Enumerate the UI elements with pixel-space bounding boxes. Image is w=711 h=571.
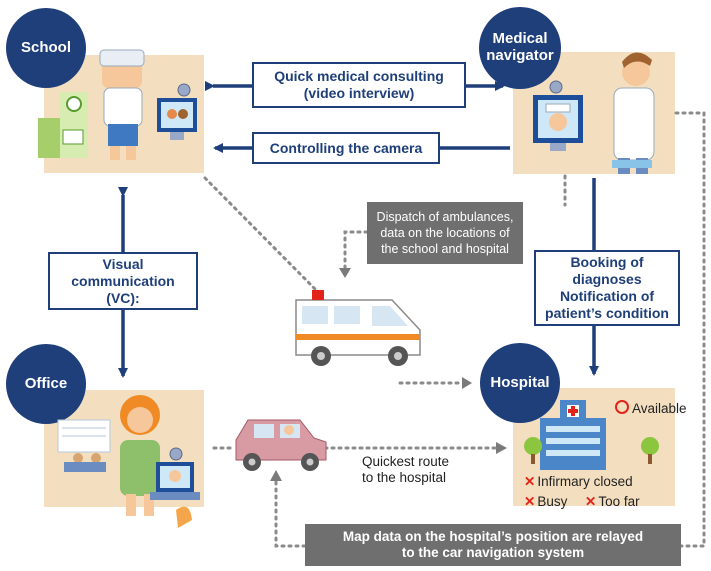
booking-line3: Notification of [559,288,655,304]
consulting-box: Quick medical consulting (video intervie… [252,62,466,108]
consulting-line2: (video interview) [303,85,415,101]
status-infirmary-label: Infirmary closed [537,474,633,489]
booking-line1: Booking of [570,254,644,270]
cross-mark-icon: ✕ [524,474,536,489]
ambulance [295,290,421,366]
medical-illustration [533,52,655,174]
dispatch-line2: data on the locations of [380,226,510,240]
route-line2: to the hospital [362,470,447,485]
medical-label-line2: navigator [486,47,554,64]
hospital-circle [480,343,560,423]
hospital-route-arrowhead [462,377,472,389]
medical-circle [479,7,561,89]
status-available: Available [615,400,687,417]
hospital-illustration [524,400,659,470]
school-label: School [20,39,71,56]
booking-line2: diagnoses [572,271,642,287]
camera-box: Controlling the camera [252,132,440,164]
status-busy: ✕Busy [524,494,567,510]
status-too-far: ✕Too far [585,494,640,510]
consulting-line1: Quick medical consulting [274,68,444,84]
circle-mark-icon [615,400,629,414]
status-infirmary: ✕Infirmary closed [524,474,633,490]
dispatch-box: Dispatch of ambulances, data on the loca… [367,202,523,264]
car-route-arrowhead [496,442,507,454]
booking-line4: patient’s condition [545,305,669,321]
office-circle [6,344,86,424]
school-circle [6,8,86,88]
map-arrowhead [270,470,282,481]
map-to-car-dots [274,478,307,548]
medical-to-map-dots [674,111,706,548]
school-to-ambulance-dots [203,176,320,294]
map-box: Map data on the hospital’s position are … [305,524,681,566]
hospital-label: Hospital [490,374,550,391]
vc-line3: (VC): [106,289,140,306]
status-busy-label: Busy [537,494,568,509]
cross-mark-icon: ✕ [585,494,597,509]
vc-line2: communication [71,272,175,289]
cross-mark-icon: ✕ [524,494,536,509]
school-illustration [38,49,197,160]
status-available-label: Available [632,401,687,416]
medical-label-line1: Medical [492,30,548,47]
car [235,419,327,471]
vc-line1: Visual [102,255,144,272]
map-line1: Map data on the hospital’s position are … [342,529,644,544]
vc-box: Visual communication (VC): [48,252,198,310]
route-text: Quickest route to the hospital [362,454,482,486]
map-line2: to the car navigation system [401,545,585,560]
dispatch-line1: Dispatch of ambulances, [376,210,514,224]
booking-box: Booking of diagnoses Notification of pat… [534,250,680,326]
office-illustration [57,395,200,528]
medical-navigator-label: Medical navigator [482,30,558,64]
dispatch-line3: the school and hospital [381,242,509,256]
route-line1: Quickest route [362,454,450,469]
status-too-far-label: Too far [598,494,640,509]
ambulance-arrowhead [339,268,351,278]
dispatch-to-ambulance-dots [343,230,369,270]
office-label: Office [24,375,68,392]
